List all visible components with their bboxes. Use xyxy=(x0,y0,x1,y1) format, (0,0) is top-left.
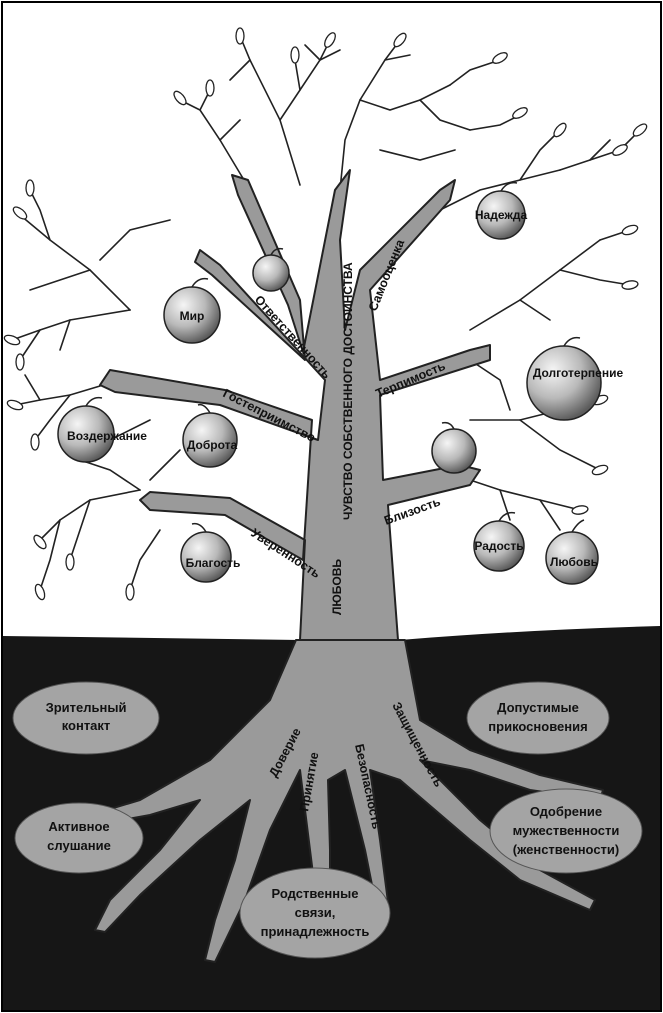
fruit-joy: Радость xyxy=(473,511,525,572)
oval-eye-contact-line-1: Зрительный xyxy=(46,700,127,715)
fruit-label-love: Любовь xyxy=(550,555,598,569)
fruit-label-peace: Мир xyxy=(180,309,205,323)
fruit-unnamed-top xyxy=(252,247,290,292)
oval-touch: Допустимые прикосновения xyxy=(466,681,610,755)
fruit-unnamed-right xyxy=(431,421,477,474)
oval-shape xyxy=(466,681,610,755)
stem-icon xyxy=(191,277,209,288)
fruit-label-long-suffering: Долготерпение xyxy=(533,366,624,380)
oval-shape xyxy=(12,681,160,755)
stem-icon xyxy=(85,396,103,407)
fruit-label-kindness: Доброта xyxy=(187,438,238,452)
stem-icon xyxy=(500,181,518,192)
oval-approval-line-2: мужественности xyxy=(513,823,620,838)
oval-touch-line-1: Допустимые xyxy=(497,700,579,715)
oval-shape xyxy=(14,802,144,874)
stem-icon xyxy=(191,522,207,533)
fruit-abstinence: Воздержание xyxy=(57,396,147,463)
oval-shape xyxy=(489,788,643,874)
oval-active-listening-line-1: Активное xyxy=(48,819,109,834)
fruit-shape xyxy=(431,428,477,474)
trunk-label-love: ЛЮБОВЬ xyxy=(330,559,344,615)
fruit-love: Любовь xyxy=(545,519,599,585)
fruit-shape xyxy=(252,254,290,292)
oval-eye-contact-line-2: контакт xyxy=(62,718,111,733)
fruit-long-suffering-shape xyxy=(526,345,602,421)
fruit-label-hope: Надежда xyxy=(475,208,528,222)
oval-approval: Одобрение мужественности (женственности) xyxy=(489,788,643,874)
fruit-label-abstinence: Воздержание xyxy=(67,429,147,443)
oval-shape xyxy=(239,867,391,959)
oval-active-listening-line-2: слушание xyxy=(47,838,111,853)
fruit-goodness: Благость xyxy=(180,522,241,583)
twigs xyxy=(11,35,641,591)
stem-icon xyxy=(197,403,211,414)
fruit-label-goodness: Благость xyxy=(186,556,241,570)
oval-kinship: Родственные связи, принадлежность xyxy=(239,867,391,959)
stem-icon xyxy=(571,519,585,533)
oval-eye-contact: Зрительный контакт xyxy=(12,681,160,755)
fruit-label-joy: Радость xyxy=(474,539,523,553)
fruit-kindness: Доброта xyxy=(182,403,238,468)
trunk-label-self-esteem: ЧУВСТВО СОБСТВЕННОГО ДОСТОИНСТВА xyxy=(341,262,355,520)
oval-kinship-line-2: связи, xyxy=(295,905,336,920)
fruit-peace: Мир xyxy=(163,277,221,344)
stem-icon xyxy=(270,247,284,256)
fruit-hope: Надежда xyxy=(475,181,528,240)
fruit-long-suffering: Долготерпение xyxy=(526,336,624,421)
oval-approval-line-3: (женственности) xyxy=(513,842,620,857)
oval-kinship-line-3: принадлежность xyxy=(261,924,370,939)
stem-icon xyxy=(441,421,455,430)
oval-active-listening: Активное слушание xyxy=(14,802,144,874)
oval-touch-line-2: прикосновения xyxy=(488,719,587,734)
oval-kinship-line-1: Родственные xyxy=(272,886,359,901)
stem-icon xyxy=(498,511,516,522)
stem-icon xyxy=(563,336,581,347)
tree-trunk xyxy=(99,169,491,641)
oval-approval-line-1: Одобрение xyxy=(530,804,602,819)
